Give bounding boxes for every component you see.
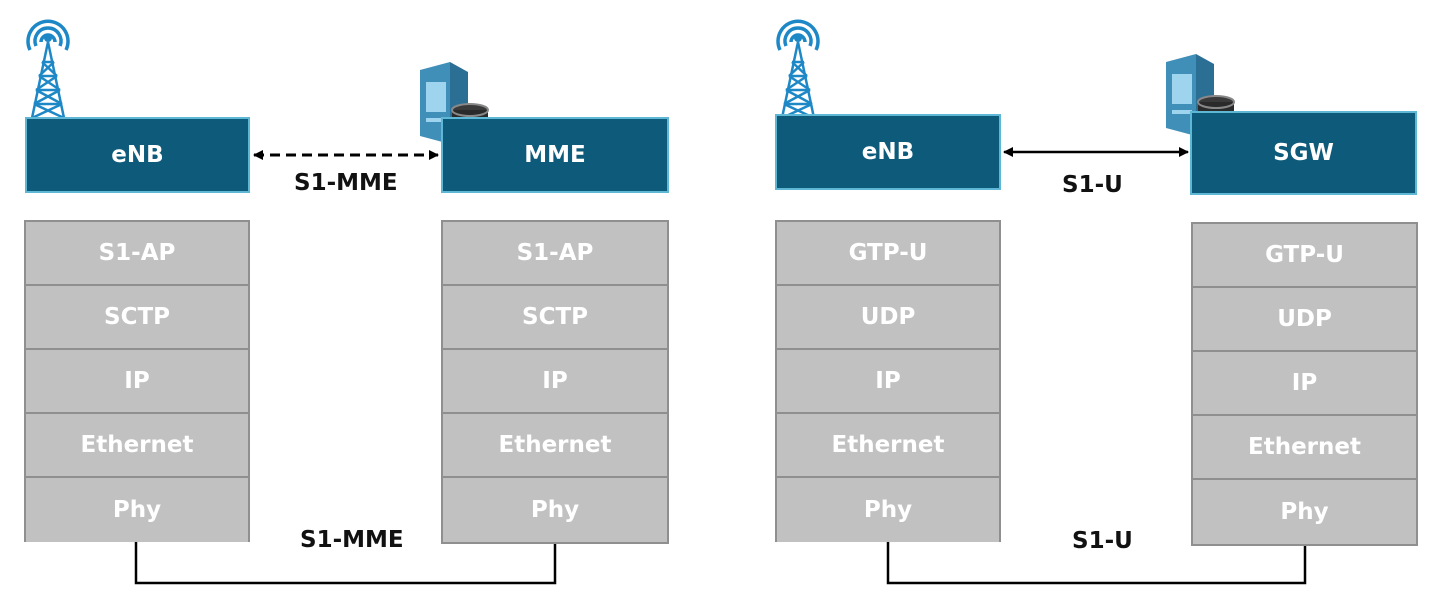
stack-layer: IP bbox=[777, 350, 999, 414]
physical-link-line bbox=[886, 542, 1307, 585]
protocol-stack-right: GTP-U UDP IP Ethernet Phy bbox=[1191, 222, 1418, 546]
interface-label-bottom: S1-MME bbox=[300, 527, 404, 553]
stack-layer: IP bbox=[443, 350, 667, 414]
stack-layer: Ethernet bbox=[26, 414, 248, 478]
stack-layer: Phy bbox=[777, 478, 999, 542]
physical-link-line bbox=[134, 542, 557, 585]
protocol-stack-right: S1-AP SCTP IP Ethernet Phy bbox=[441, 220, 669, 544]
interface-label-bottom: S1-U bbox=[1072, 528, 1133, 554]
stack-layer: Ethernet bbox=[1193, 416, 1416, 480]
stack-layer: S1-AP bbox=[26, 222, 248, 286]
stack-layer: UDP bbox=[777, 286, 999, 350]
stack-layer: Ethernet bbox=[777, 414, 999, 478]
stack-layer: Phy bbox=[26, 478, 248, 542]
stack-layer: UDP bbox=[1193, 288, 1416, 352]
stack-layer: GTP-U bbox=[1193, 224, 1416, 288]
stack-layer: Phy bbox=[1193, 480, 1416, 544]
antenna-tower-icon bbox=[26, 19, 70, 120]
antenna-tower-icon bbox=[776, 19, 820, 120]
protocol-stack-left: GTP-U UDP IP Ethernet Phy bbox=[775, 220, 1001, 542]
stack-layer: GTP-U bbox=[777, 222, 999, 286]
stack-layer: IP bbox=[26, 350, 248, 414]
right-node-sgw: SGW bbox=[1190, 111, 1417, 195]
interface-label-top: S1-MME bbox=[294, 170, 398, 196]
stack-layer: Phy bbox=[443, 478, 667, 542]
right-node-mme: MME bbox=[441, 117, 669, 193]
stack-layer: IP bbox=[1193, 352, 1416, 416]
stack-layer: SCTP bbox=[26, 286, 248, 350]
stack-layer: Ethernet bbox=[443, 414, 667, 478]
stack-layer: S1-AP bbox=[443, 222, 667, 286]
interface-label-top: S1-U bbox=[1062, 172, 1123, 198]
left-node-enb: eNB bbox=[775, 114, 1001, 190]
stack-layer: SCTP bbox=[443, 286, 667, 350]
left-node-enb: eNB bbox=[25, 117, 250, 193]
protocol-stack-left: S1-AP SCTP IP Ethernet Phy bbox=[24, 220, 250, 542]
